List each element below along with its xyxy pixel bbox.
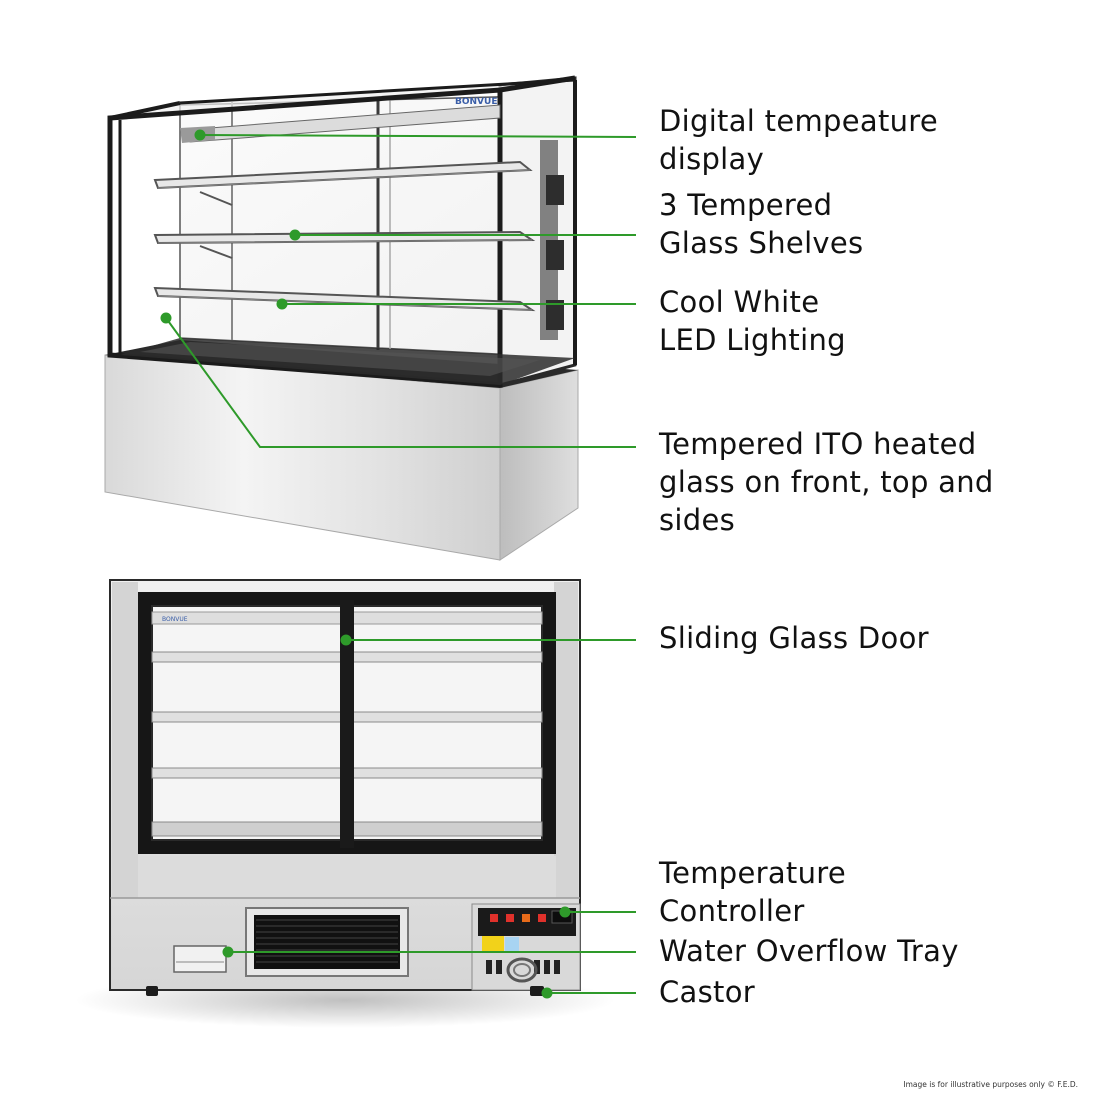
label-sliding-glass-door: Sliding Glass Door: [659, 621, 929, 655]
vent-grille: [254, 915, 400, 969]
leader-lines: [165, 134, 637, 994]
label-water-overflow-tray: Water Overflow Tray: [659, 934, 959, 968]
label-castor: Castor: [659, 975, 755, 1009]
brand-logo: BONVUE: [455, 97, 497, 107]
angled-cabinet-view: BONVUE: [104, 75, 579, 561]
base-side-panel: [499, 369, 579, 561]
label-digital-temperature-display: Digital tempeature display: [659, 104, 939, 176]
base-front-panel: [104, 354, 501, 561]
front-cabinet-view: BONVUE: [75, 579, 615, 1028]
brand-logo-small: BONVUE: [162, 616, 188, 623]
label-temperature-controller: Temperature Controller: [659, 856, 846, 928]
leader-ito-glass: [165, 317, 636, 448]
overflow-tray: [173, 945, 227, 973]
leader-dots: [160, 129, 571, 999]
castor-right: [530, 986, 544, 996]
shelves: [153, 160, 536, 312]
label-tempered-glass-shelves: 3 Tempered Glass Shelves: [659, 188, 864, 260]
castor-left: [146, 986, 158, 996]
footer-disclaimer: Image is for illustrative purposes only …: [903, 1080, 1078, 1089]
label-led-lighting: Cool White LED Lighting: [659, 285, 846, 357]
right-sliding-door: [351, 605, 543, 841]
leader-display: [199, 134, 637, 138]
label-ito-heated-glass: Tempered ITO heated glass on front, top …: [659, 427, 994, 537]
left-sliding-door: [151, 605, 343, 841]
